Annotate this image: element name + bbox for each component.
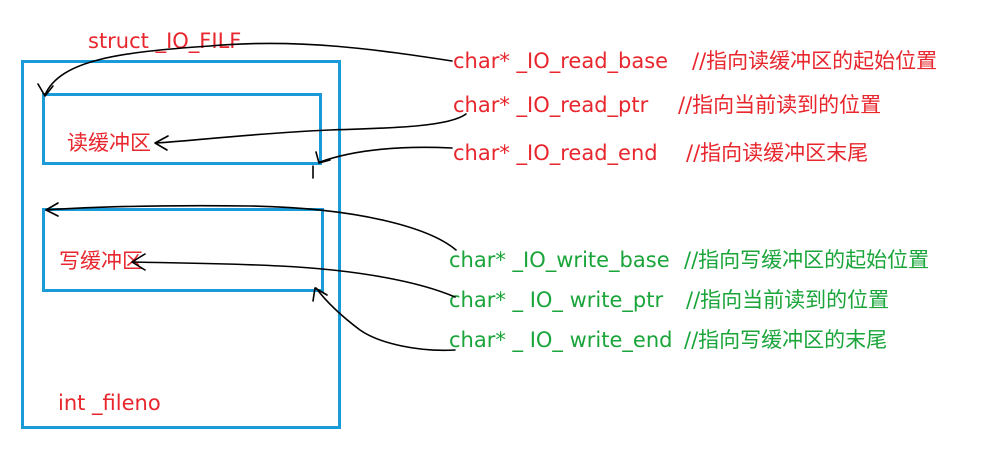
struct-title: struct _IO_FILF	[88, 29, 242, 53]
arrow-read-end	[319, 146, 453, 163]
struct-box	[21, 60, 341, 429]
fileno-label: int _fileno	[58, 391, 161, 415]
read-end-code: char* _IO_read_end	[453, 141, 658, 165]
read-ptr-comment: //指向当前读到的位置	[678, 93, 882, 117]
arrowhead-write-ptr	[131, 253, 146, 271]
read-base-code: char* _IO_read_base	[453, 49, 669, 73]
write-ptr-comment: //指向当前读到的位置	[686, 288, 890, 312]
arrow-write-base	[45, 204, 457, 251]
write-ptr-code: char* _ IO_ write_ptr	[449, 288, 664, 312]
arrowhead-write-end	[312, 287, 328, 302]
arrow-read-base	[44, 42, 453, 96]
write-end-comment: //指向写缓冲区的末尾	[684, 328, 888, 352]
write-base-code: char* _IO_write_base	[449, 248, 670, 272]
arrowhead-read-base	[37, 83, 54, 97]
read-buffer-box	[42, 93, 322, 165]
arrow-read-ptr	[155, 113, 467, 144]
write-buffer-box	[42, 208, 324, 292]
read-ptr-code: char* _IO_read_ptr	[453, 93, 649, 117]
arrowhead-read-end	[315, 151, 331, 164]
write-base-comment: //指向写缓冲区的起始位置	[684, 248, 930, 272]
read-base-comment: //指向读缓冲区的起始位置	[692, 49, 938, 73]
write-buffer-label: 写缓冲区	[59, 249, 143, 273]
arrowhead-write-base	[45, 202, 59, 217]
read-end-comment: //指向读缓冲区末尾	[686, 141, 869, 165]
read-buffer-label: 读缓冲区	[67, 131, 151, 155]
write-end-code: char* _ IO_ write_end	[449, 328, 673, 352]
arrowhead-read-ptr	[154, 135, 169, 151]
arrow-write-ptr	[132, 261, 456, 298]
arrow-write-end	[315, 287, 456, 352]
